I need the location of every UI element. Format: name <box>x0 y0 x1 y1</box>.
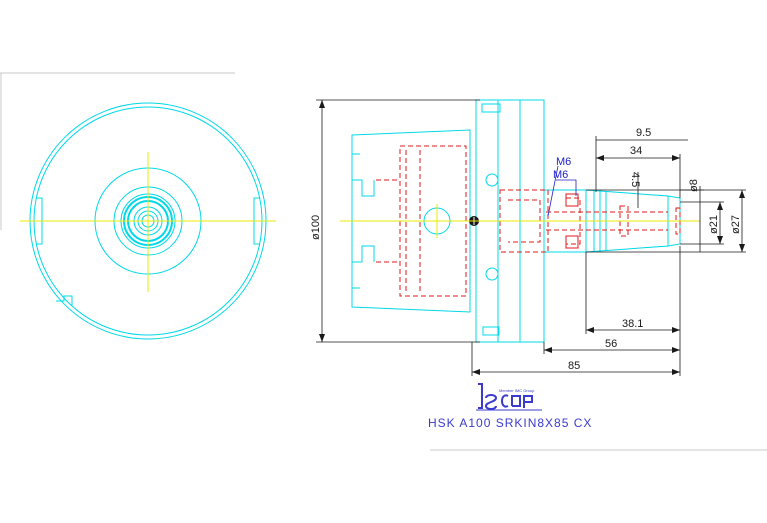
iscar-logo: Member IMC Group <box>476 383 542 411</box>
side-view-hidden-lines <box>376 145 681 297</box>
side-view-outline <box>351 99 681 343</box>
dimension-arrows <box>319 100 745 375</box>
dimension-lines <box>316 99 746 376</box>
thread-leaders <box>547 165 577 217</box>
dim-56-label: 56 <box>605 338 617 350</box>
sheet-border <box>0 72 767 451</box>
side-view-centerline <box>340 204 700 238</box>
dim-9-5-label: 9.5 <box>636 127 651 139</box>
part-caption: HSK A100 SRKIN8X85 CX <box>428 416 592 430</box>
dim-85-label: 85 <box>568 360 580 372</box>
dim-phi21-label: ø21 <box>708 215 720 234</box>
iscar-logo-mark <box>478 383 533 410</box>
dim-34-label: 34 <box>630 145 642 157</box>
dim-38-1-label: 38.1 <box>622 318 643 330</box>
dim-phi100-label: ø100 <box>310 215 322 240</box>
front-view <box>20 102 276 340</box>
dim-4-5-label: 4.5 <box>629 172 641 187</box>
dim-phi8-label: ø8 <box>688 179 700 192</box>
logo-tagline: Member IMC Group <box>499 388 535 393</box>
thread-m6-lower-label: M6 <box>553 169 568 181</box>
dim-phi27-label: ø27 <box>730 215 742 234</box>
front-view-centerlines <box>20 152 276 292</box>
thread-m6-upper-label: M6 <box>556 156 571 168</box>
side-view <box>340 99 700 343</box>
